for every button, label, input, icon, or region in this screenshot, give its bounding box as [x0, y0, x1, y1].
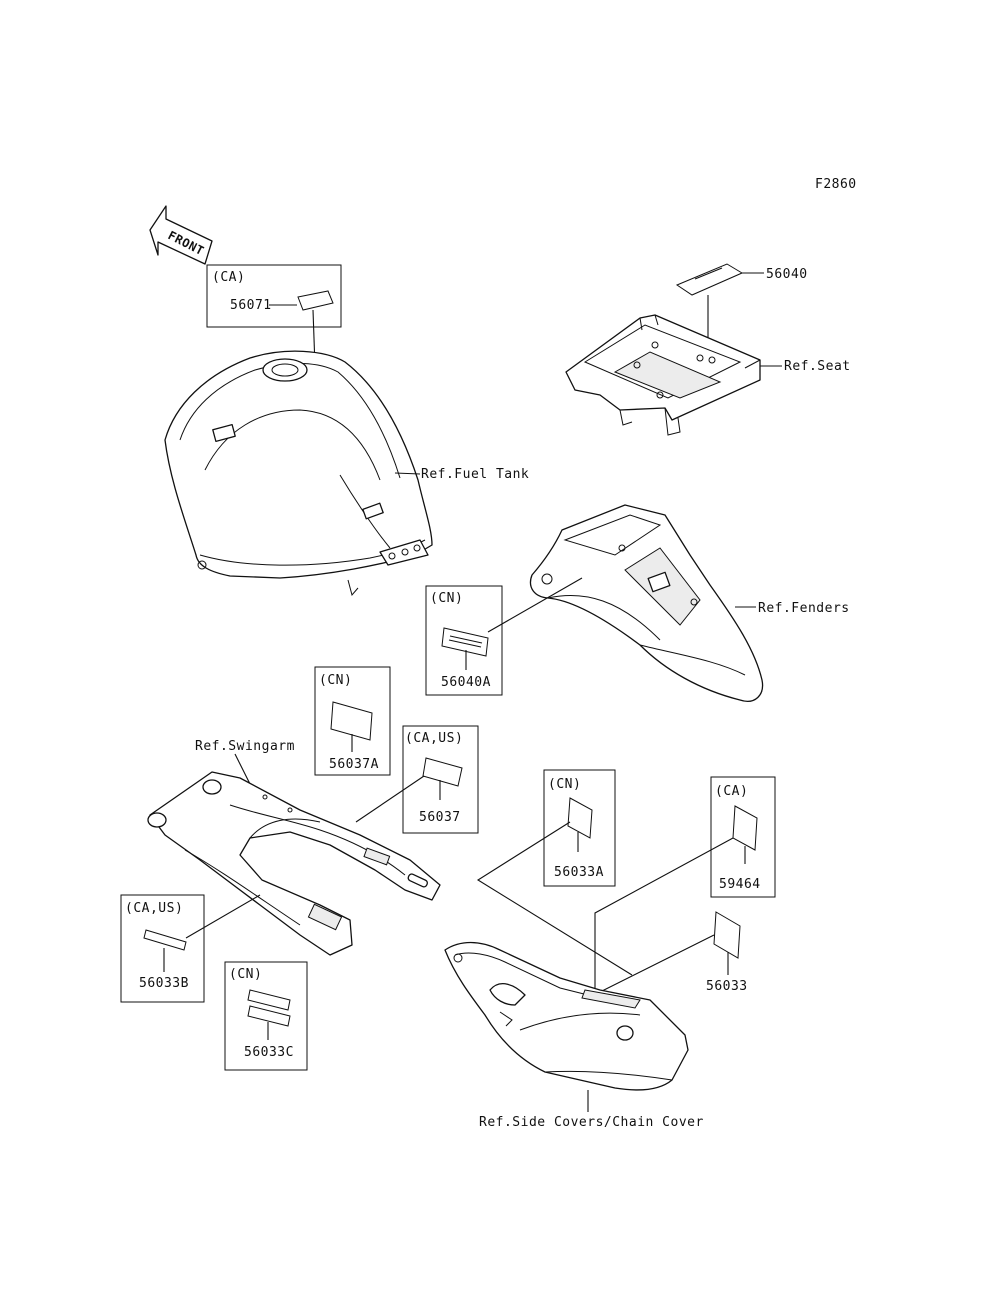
ref-seat: Ref.Seat	[784, 359, 851, 374]
swingarm: Ref.Swingarm	[147, 739, 441, 956]
sticker-59464	[732, 805, 758, 851]
label-56033: 56033	[591, 911, 748, 997]
label-56037a-box: (CN) 56037A	[314, 666, 391, 776]
part-number: 56033	[706, 979, 748, 994]
part-number: 56040	[766, 267, 808, 282]
region-tag: (CN)	[548, 777, 581, 792]
part-number: 59464	[719, 877, 761, 892]
sticker-56037	[422, 757, 463, 787]
part-number: 56033B	[139, 976, 189, 991]
part-number: 56037	[419, 810, 461, 825]
part-number: 56040A	[441, 675, 491, 690]
part-number: 56033C	[244, 1045, 294, 1060]
front-arrow-icon: FRONT	[149, 205, 213, 265]
seat-frame: Ref.Seat	[565, 314, 851, 436]
rear-fender: Ref.Fenders	[529, 504, 850, 702]
ref-fenders: Ref.Fenders	[758, 601, 850, 616]
region-tag: (CN)	[430, 591, 463, 606]
sticker-56033c	[247, 989, 291, 1011]
label-56037-box: (CA,US) 56037	[355, 725, 479, 834]
sticker-56071	[297, 290, 334, 311]
part-number: 56071	[230, 298, 272, 313]
part-number: 56033A	[554, 865, 604, 880]
fuel-tank: Ref.Fuel Tank	[164, 350, 529, 597]
label-59464-box: (CA) 59464	[594, 776, 776, 995]
region-tag: (CN)	[229, 967, 262, 982]
sticker-56033a	[567, 797, 593, 839]
ref-fuel-tank: Ref.Fuel Tank	[421, 467, 529, 482]
region-tag: (CA,US)	[125, 901, 183, 916]
ref-swingarm: Ref.Swingarm	[195, 739, 295, 754]
label-56040a-box: (CN) 56040A	[425, 577, 583, 696]
region-tag: (CN)	[319, 673, 352, 688]
part-number: 56037A	[329, 757, 379, 772]
sticker-56037a	[330, 701, 373, 741]
ref-side-covers: Ref.Side Covers/Chain Cover	[479, 1115, 704, 1130]
sticker-56033	[713, 911, 741, 959]
label-56033b-box: (CA,US) 56033B	[120, 894, 261, 1003]
sticker-56040a	[441, 627, 489, 657]
sticker-56033b	[143, 929, 187, 951]
label-56033a-box: (CN) 56033A	[476, 769, 633, 976]
label-56033c-box: (CN) 56033C	[224, 961, 308, 1071]
region-tag: (CA)	[715, 784, 748, 799]
region-tag: (CA,US)	[405, 731, 463, 746]
figure-code: F2860	[815, 177, 857, 192]
sticker-56040	[675, 263, 744, 296]
side-cover: Ref.Side Covers/Chain Cover	[444, 941, 704, 1130]
region-tag: (CA)	[212, 270, 245, 285]
